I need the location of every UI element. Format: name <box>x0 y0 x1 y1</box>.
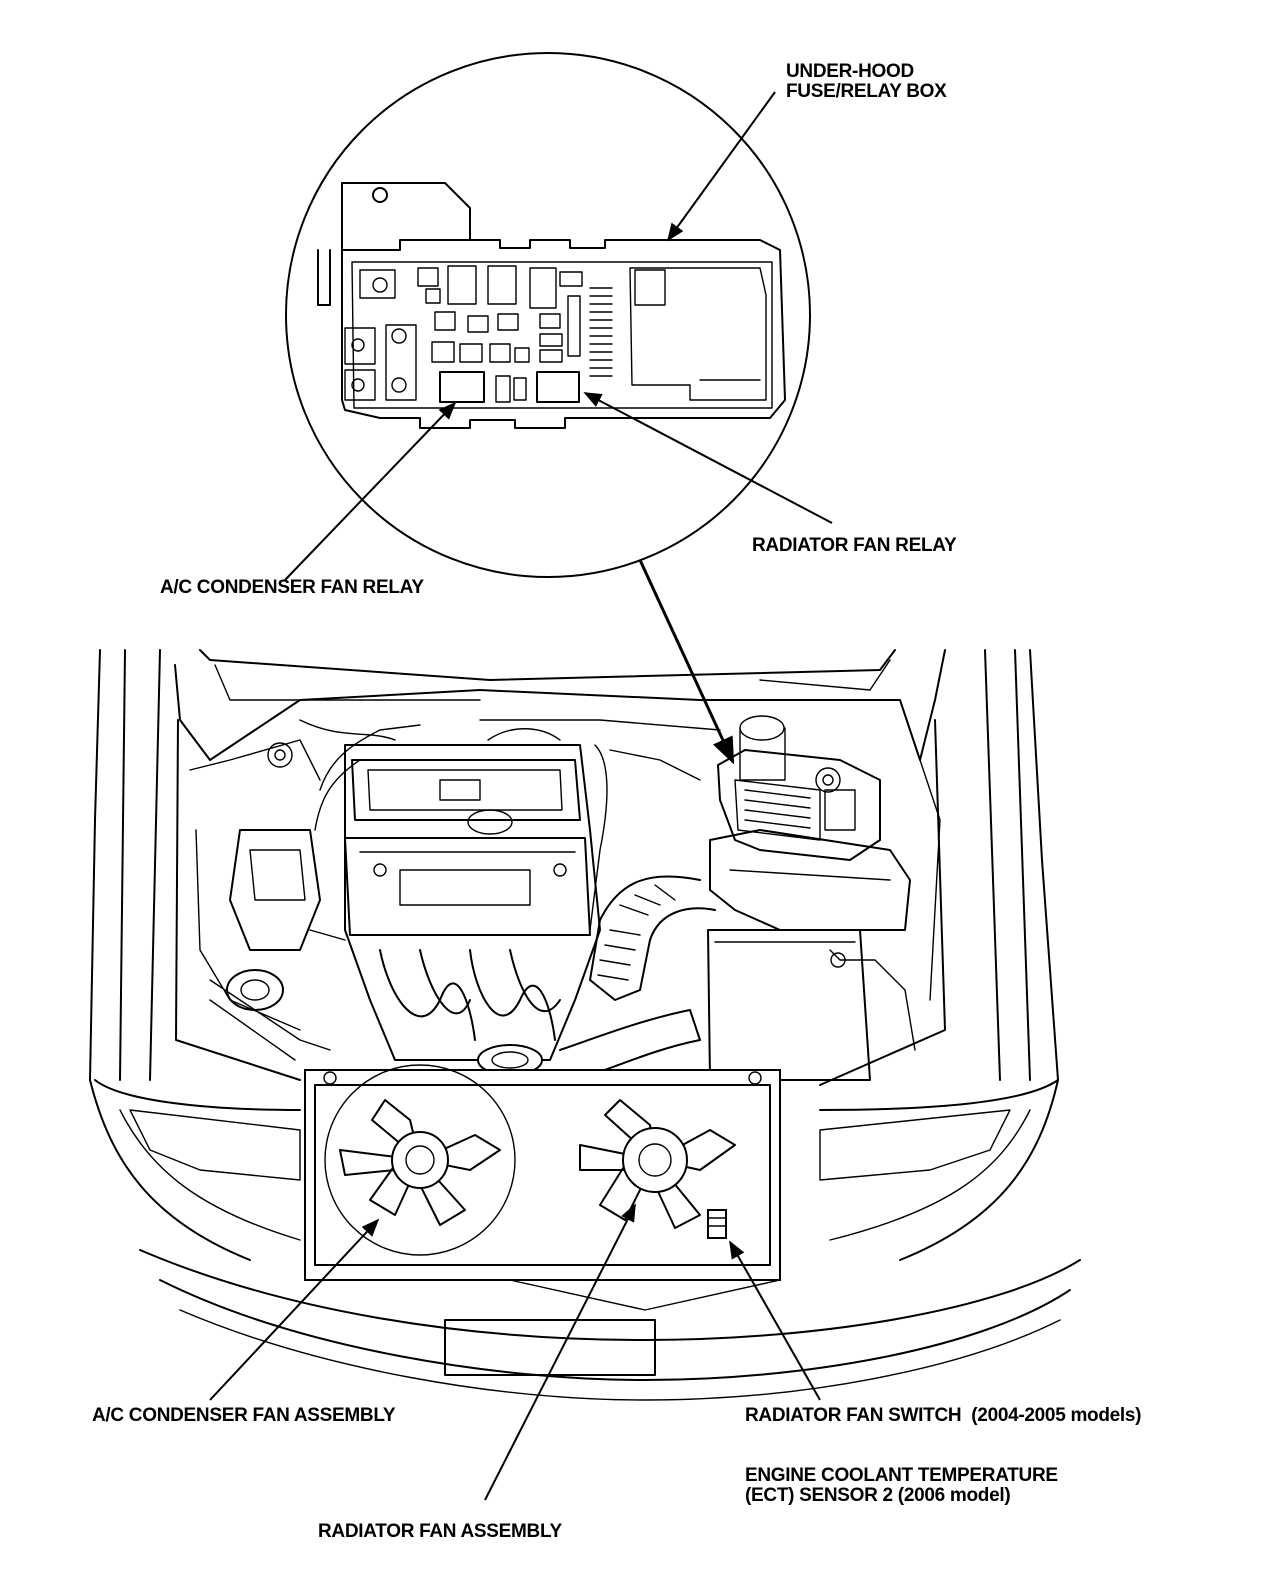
radiator-fan-switch-note: (2004-2005 models) <box>971 1405 1142 1426</box>
radiator-fan-relay <box>536 371 580 403</box>
ect-sensor-label-line1: ENGINE COOLANT TEMPERATURE <box>745 1465 1058 1486</box>
ac-condenser-fan-relay-label: A/C CONDENSER FAN RELAY <box>160 577 424 598</box>
ect-sensor-label: ENGINE COOLANT TEMPERATURE (ECT) SENSOR … <box>745 1466 1058 1506</box>
leader-lines <box>209 91 833 1501</box>
fuse-box-label-line1: UNDER-HOOD <box>786 61 914 82</box>
radiator-fan-relay-label: RADIATOR FAN RELAY <box>752 535 957 556</box>
radiator-fan-switch-name: RADIATOR FAN SWITCH <box>745 1405 962 1426</box>
mini-fuse-strip <box>589 287 613 377</box>
radiator-assembly <box>304 1064 781 1281</box>
fuse-relay-box <box>317 182 786 429</box>
ect-sensor-label-line2: (ECT) SENSOR 2 (2006 model) <box>745 1485 1011 1506</box>
radiator-fan-switch-label: RADIATOR FAN SWITCH (2004-2005 models) <box>745 1405 1142 1426</box>
fuse-box-detail-circle <box>285 52 811 578</box>
ac-condenser-fan-assembly-label: A/C CONDENSER FAN ASSEMBLY <box>92 1405 396 1426</box>
radiator-fan-assembly-label: RADIATOR FAN ASSEMBLY <box>318 1521 562 1542</box>
radiator-fan <box>579 1099 736 1229</box>
radiator-fan-switch-part <box>707 1209 727 1239</box>
fuse-box-label: UNDER-HOOD FUSE/RELAY BOX <box>786 62 947 102</box>
engine-bay-illustration <box>89 649 1081 1401</box>
ac-condenser-fan <box>324 1064 516 1256</box>
ac-condenser-fan-relay <box>439 371 485 403</box>
fuse-box-label-line2: FUSE/RELAY BOX <box>786 81 947 102</box>
